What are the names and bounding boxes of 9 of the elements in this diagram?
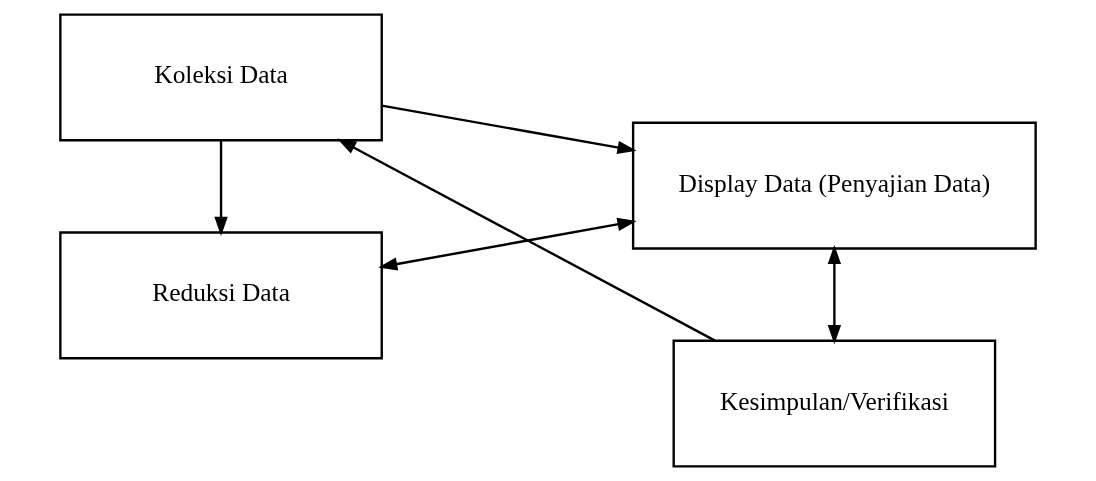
node-box: Display Data (Penyajian Data) [631,121,1037,250]
arrow [381,104,637,155]
node-box: Kesimpulan/Verifikasi [672,339,997,468]
node-box: Reduksi Data [59,231,383,360]
node-box: Koleksi Data [59,13,383,142]
arrow [827,244,842,345]
arrow [378,217,637,271]
arrow [214,140,228,236]
arrow [337,138,716,342]
